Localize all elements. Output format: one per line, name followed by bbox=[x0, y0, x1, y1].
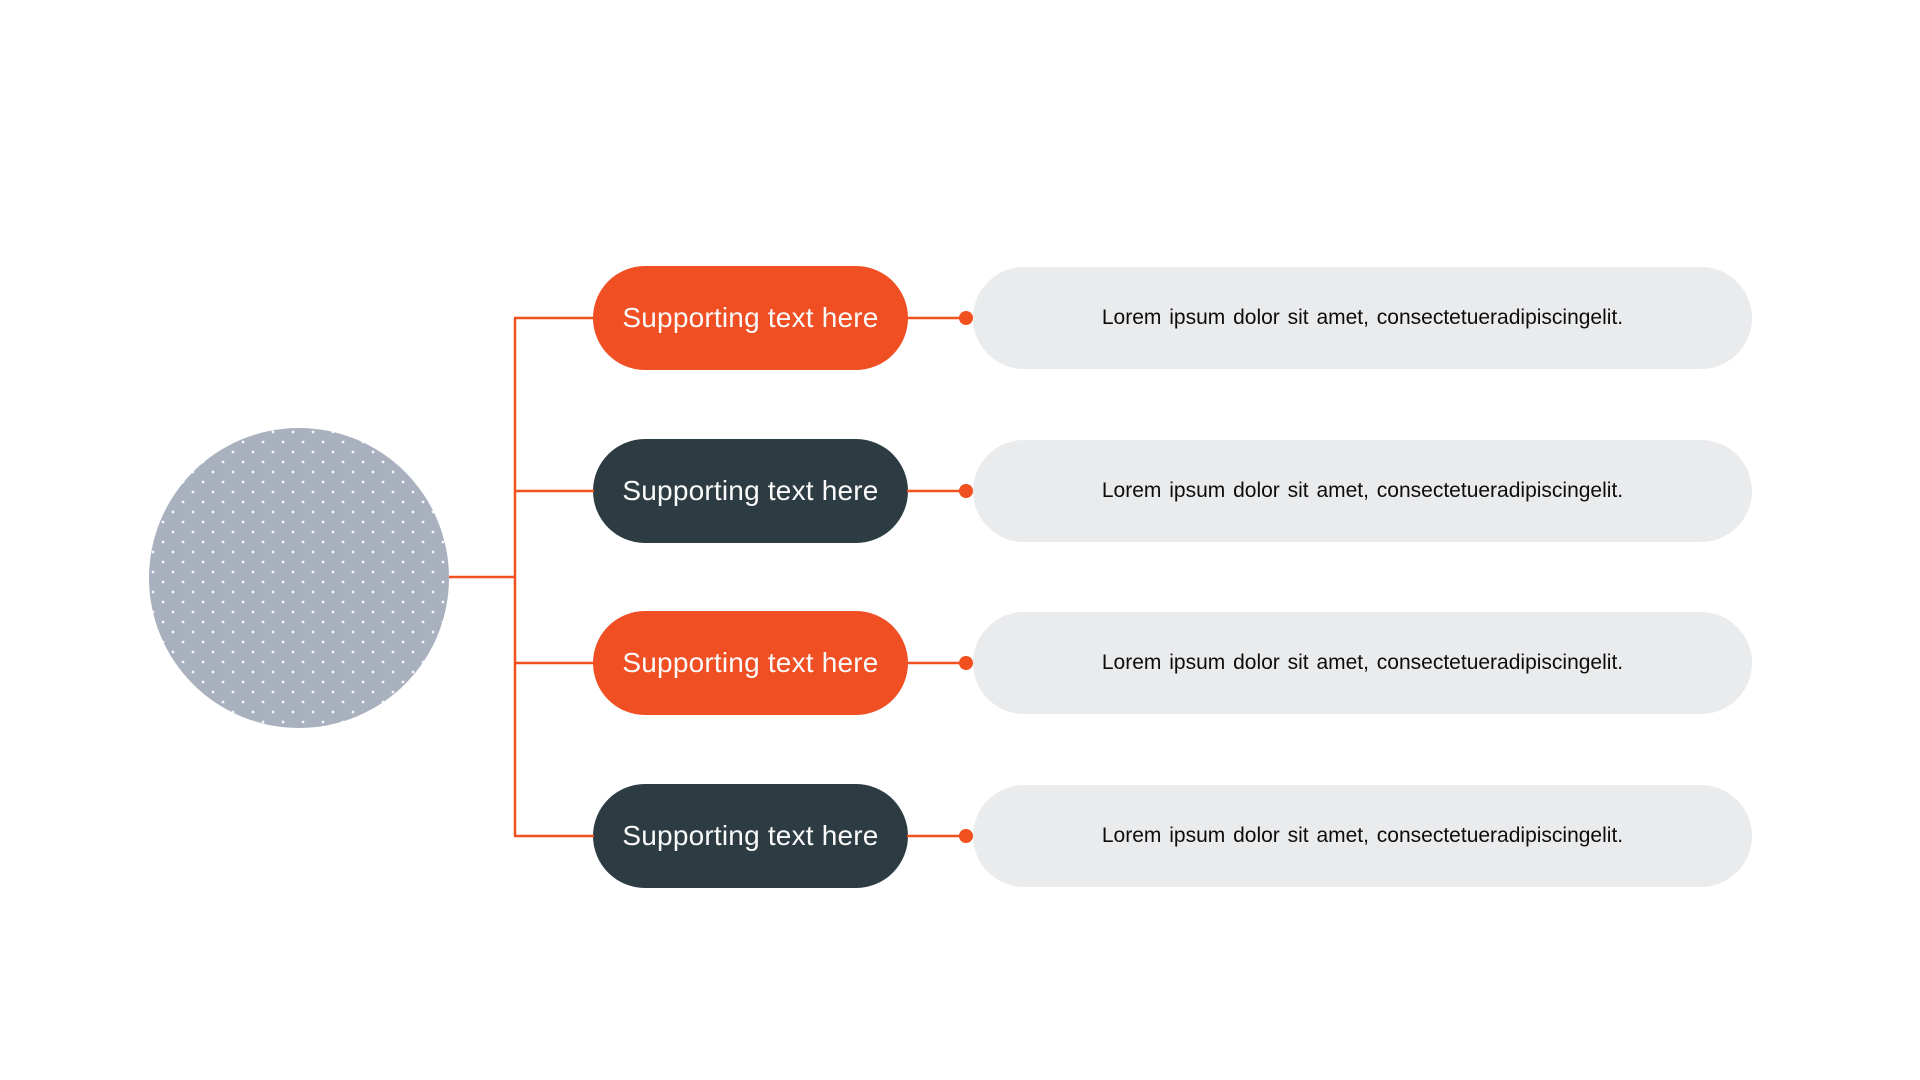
description-text: Lorem ipsum dolor sit amet, consectetuer… bbox=[1101, 651, 1624, 674]
supporting-text-pill: Supporting text here bbox=[593, 266, 908, 370]
description-box: Lorem ipsum dolor sit amet, consectetuer… bbox=[973, 440, 1752, 542]
pill-label: Supporting text here bbox=[622, 647, 879, 678]
diagram-row: Supporting text here Lorem ipsum dolor s… bbox=[0, 266, 1920, 370]
description-box: Lorem ipsum dolor sit amet, consectetuer… bbox=[973, 785, 1752, 887]
diagram-row: Supporting text here Lorem ipsum dolor s… bbox=[0, 611, 1920, 715]
description-text: Lorem ipsum dolor sit amet, consectetuer… bbox=[1101, 306, 1624, 329]
description-text: Lorem ipsum dolor sit amet, consectetuer… bbox=[1101, 824, 1624, 847]
pill-label: Supporting text here bbox=[622, 820, 879, 851]
description-box: Lorem ipsum dolor sit amet, consectetuer… bbox=[973, 612, 1752, 714]
supporting-text-pill: Supporting text here bbox=[593, 611, 908, 715]
pill-label: Supporting text here bbox=[622, 475, 879, 506]
supporting-text-pill: Supporting text here bbox=[593, 439, 908, 543]
diagram-row: Supporting text here Lorem ipsum dolor s… bbox=[0, 784, 1920, 888]
diagram-row: Supporting text here Lorem ipsum dolor s… bbox=[0, 439, 1920, 543]
description-text: Lorem ipsum dolor sit amet, consectetuer… bbox=[1101, 479, 1624, 502]
description-box: Lorem ipsum dolor sit amet, consectetuer… bbox=[973, 267, 1752, 369]
supporting-text-pill: Supporting text here bbox=[593, 784, 908, 888]
central-topic-circle bbox=[149, 428, 449, 728]
pill-label: Supporting text here bbox=[622, 302, 879, 333]
